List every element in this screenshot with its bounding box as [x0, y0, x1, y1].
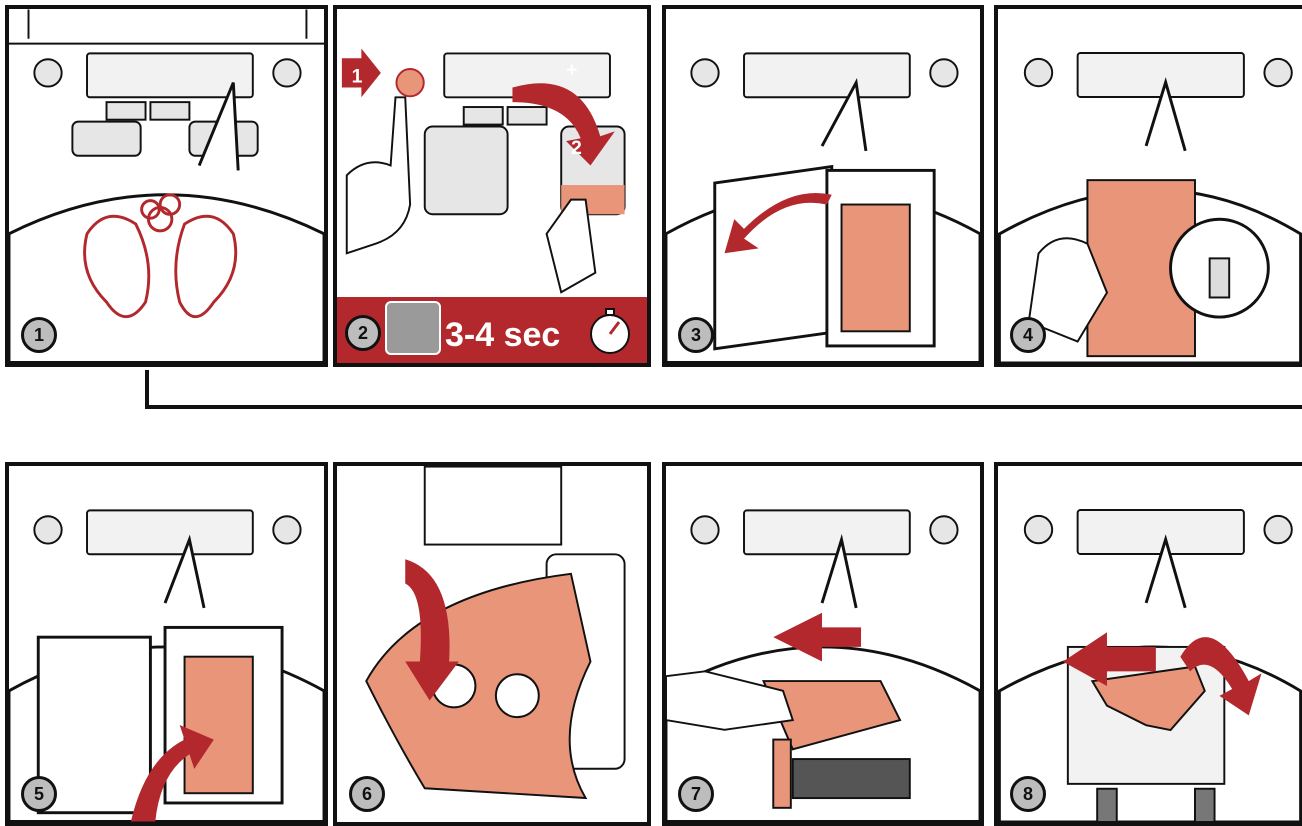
- step-1-panel: 1: [5, 5, 328, 367]
- step-6-panel: 6: [333, 462, 651, 826]
- step-number-badge: 2: [345, 315, 381, 351]
- step-2-panel: 1 + 2 2 3-4 sec: [333, 5, 651, 367]
- step-number-badge: 6: [349, 776, 385, 812]
- step-number-badge: 4: [1010, 317, 1046, 353]
- power-button-icon: [396, 69, 423, 96]
- stopwatch-icon: [585, 305, 635, 357]
- machine-display-illustration: [9, 9, 324, 363]
- svg-text:+: +: [566, 59, 577, 81]
- hold-duration-text: 3-4 sec: [445, 316, 560, 355]
- step-3-panel: 3: [662, 5, 984, 367]
- slide-out-tray-illustration: [666, 466, 980, 822]
- step-number-badge: 7: [678, 776, 714, 812]
- step-number-badge: 1: [21, 317, 57, 353]
- lower-drip-cover-illustration: [337, 466, 647, 822]
- step-number-badge: 8: [1010, 776, 1046, 812]
- two-buttons-icon: [385, 301, 441, 355]
- clean-compartment-illustration: [998, 9, 1302, 363]
- step-7-panel: 7: [662, 462, 984, 826]
- step-8-panel: 8: [994, 462, 1302, 826]
- right-knob-icon: [273, 59, 300, 86]
- close-side-door-illustration: [9, 466, 324, 822]
- svg-text:2: 2: [571, 137, 582, 159]
- open-side-door-illustration: [666, 9, 980, 363]
- water-tank-icon: [842, 205, 910, 332]
- step-number-badge: 5: [21, 776, 57, 812]
- sequence-connector-line: [145, 370, 1302, 409]
- remove-brew-unit-illustration: [998, 466, 1302, 822]
- water-tank-icon: [185, 657, 253, 794]
- step-number-badge: 3: [678, 317, 714, 353]
- step-5-panel: 5: [5, 462, 328, 826]
- left-knob-icon: [34, 59, 61, 86]
- step-4-panel: 4: [994, 5, 1302, 367]
- display-screen: [87, 53, 253, 97]
- hold-duration-banner: 2 3-4 sec: [337, 297, 647, 363]
- svg-text:1: 1: [352, 66, 363, 88]
